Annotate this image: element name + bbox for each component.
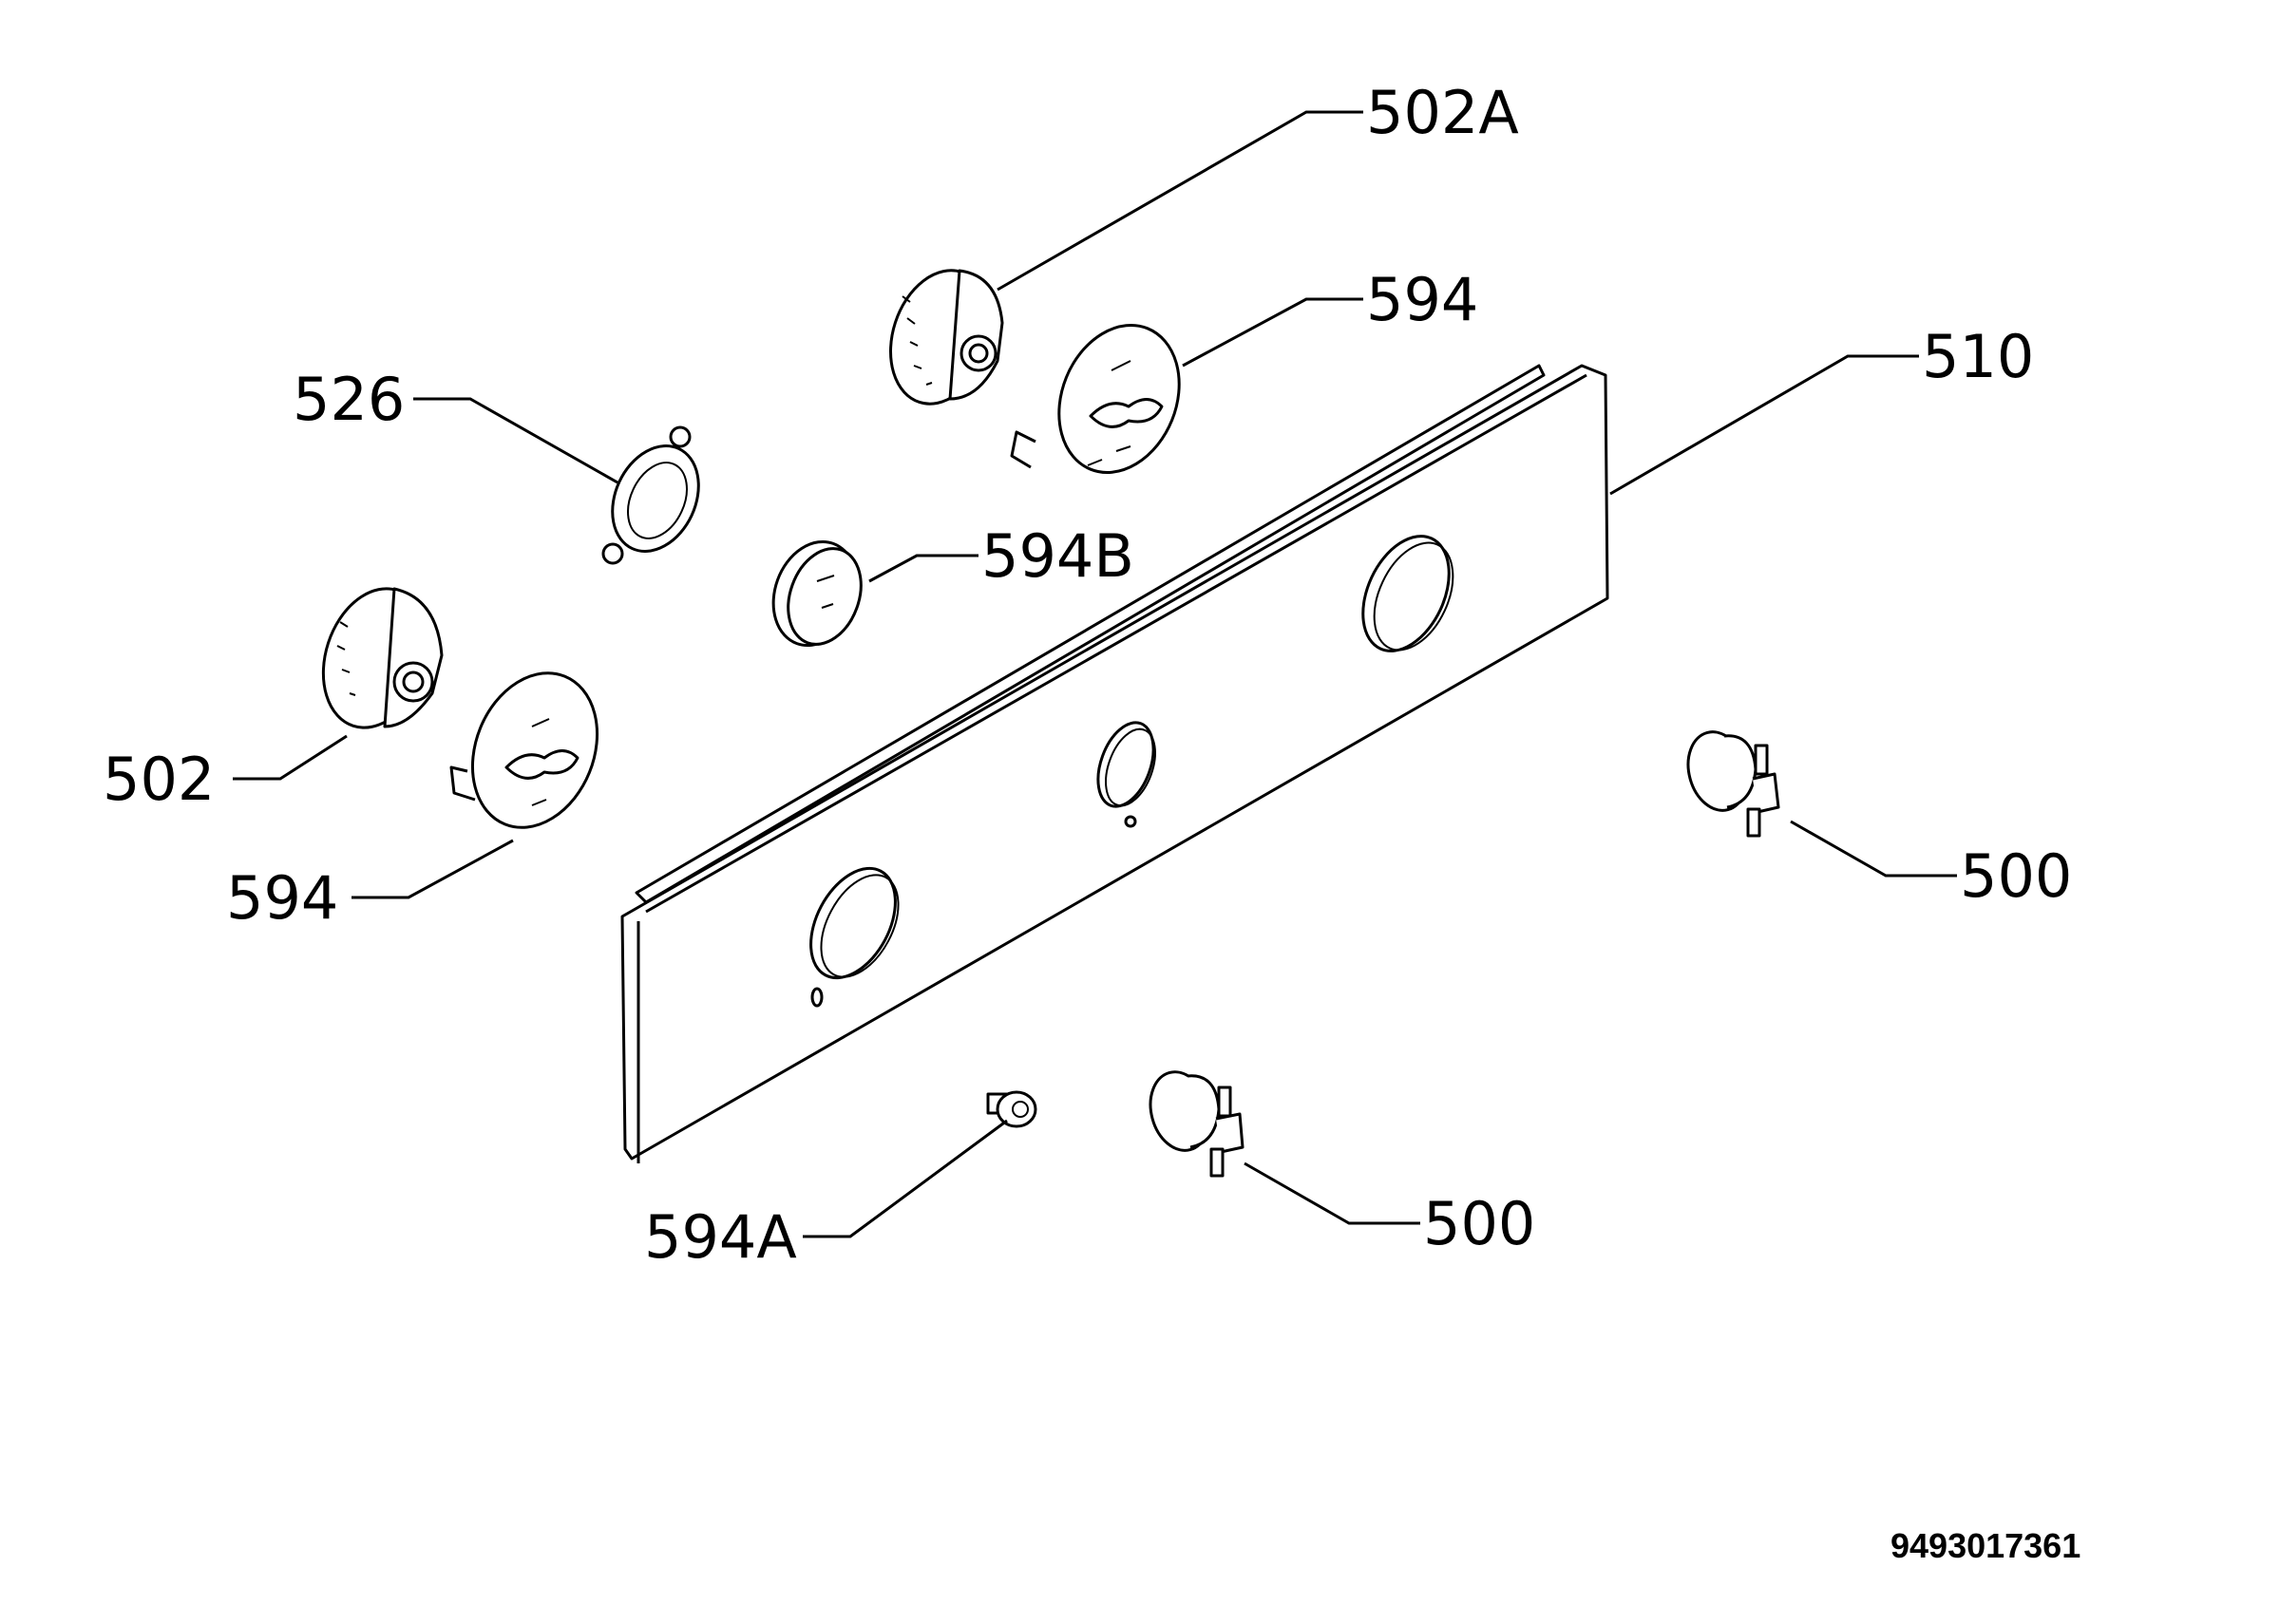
label-500-bottom: 500 [1423, 1189, 1535, 1258]
bezel-594-top [1010, 323, 1181, 475]
knob-502A [888, 269, 1004, 406]
control-panel-510 [620, 364, 1609, 1163]
ring-526 [601, 425, 700, 565]
label-594-left: 594 [226, 863, 338, 933]
label-594B: 594B [981, 521, 1134, 591]
knob-502 [321, 587, 444, 729]
label-510: 510 [1922, 322, 2034, 391]
label-500-right: 500 [1960, 841, 2072, 911]
cap-594B [771, 539, 863, 648]
label-502A: 502A [1366, 78, 1519, 147]
screw-594A [986, 1090, 1037, 1128]
bezel-594-left [449, 671, 599, 829]
part-labels: 502A 594 510 526 594B 502 594 500 594A 5… [103, 78, 2072, 1272]
label-594A: 594A [644, 1202, 797, 1272]
label-502: 502 [103, 745, 215, 814]
label-526: 526 [293, 365, 405, 434]
label-594-top: 594 [1366, 265, 1478, 334]
gas-tap-500-right [1686, 730, 1780, 838]
reference-number: 9493017361 [1890, 1526, 2080, 1565]
gas-tap-500-bottom [1149, 1070, 1244, 1178]
leader-lines [233, 110, 1957, 1238]
